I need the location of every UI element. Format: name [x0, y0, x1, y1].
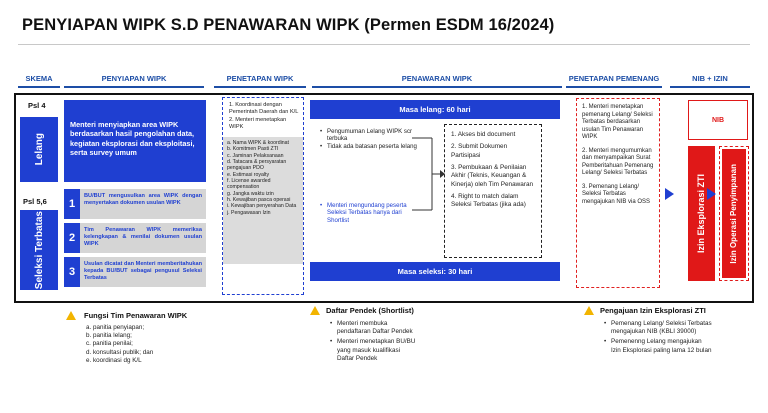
- fungsi-list: a. panitia penyiapan; b. panitia lelang;…: [86, 324, 153, 365]
- penetapan-item: b. Komitmen Pasti ZTI: [227, 146, 279, 153]
- pengajuan-item: Pemenenng Lelang mengajukan Izin Eksplor…: [604, 338, 712, 354]
- penawaran-step: 1. Akses bid document: [451, 131, 516, 138]
- pemenang-step: 1. Menteri menetapkan pemenang Lelang/ S…: [582, 104, 653, 140]
- skema-lelang-box: Lelang: [20, 117, 58, 182]
- pemenang-box: 1. Menteri menetapkan pemenang Lelang/ S…: [576, 98, 660, 288]
- izin-operasi-box: Izin Operasi Penyimpanan: [722, 149, 746, 278]
- col-header-penyiapan: PENYIAPAN WIPK: [101, 74, 167, 83]
- pemenang-step: 3. Pemenang Lelang/ Seleksi Terbatas men…: [582, 183, 651, 205]
- skema-seleksi-label: Seleksi Terbatas: [33, 210, 45, 290]
- col-rule-penetapan: [214, 86, 306, 88]
- izin-operasi-frame: Izin Operasi Penyimpanan: [719, 146, 749, 281]
- fungsi-item: a. panitia penyiapan;: [86, 324, 145, 331]
- fungsi-item: d. konsultasi publik; dan: [86, 348, 154, 356]
- pengajuan-title: Pengajuan Izin Eksplorasi ZTI: [600, 306, 706, 315]
- fungsi-title: Fungsi Tim Penawaran WIPK: [84, 311, 188, 320]
- arrow-right-icon: [707, 188, 716, 200]
- penetapan-item: d. Tatacara & persyaratan pengajuan PDO: [227, 158, 287, 172]
- penyiapan-step-2-num: 2: [64, 223, 80, 253]
- penawaran-steps-list: 1. Akses bid document 2. Submit Dokumen …: [451, 131, 535, 210]
- izin-zti-label: Izin Eksplorasi ZTI: [695, 173, 706, 254]
- penetapan-item: i. Kewajiban penyerahan Data: [227, 203, 297, 210]
- col-header-penawaran: PENAWARAN WIPK: [401, 74, 473, 83]
- penyiapan-step-3-num: 3: [64, 257, 80, 287]
- pengajuan-list: Pemenang Lelang/ Seleksi Terbatas mengaj…: [604, 320, 712, 355]
- penyiapan-seleksi-steps: 1 BU/BUT mengusulkan area WIPK dengan me…: [64, 189, 206, 289]
- penetapan-item: f. License awarded compensation: [227, 177, 271, 191]
- col-rule-nib: [670, 86, 750, 88]
- penetapan-item: j. Pengawasan Izin: [227, 209, 271, 216]
- izin-zti-box: Izin Eksplorasi ZTI: [688, 146, 715, 281]
- penyiapan-step-2-text: Tim Penawaran WIPK memeriksa kelengkapan…: [80, 223, 206, 253]
- daftar-title: Daftar Pendek (Shortlist): [326, 306, 414, 315]
- penetapan-item: a. Nama WIPK & koordinat: [227, 139, 289, 146]
- warning-icon: [584, 306, 594, 315]
- fungsi-item: b. panitia lelang;: [86, 332, 132, 340]
- penawaran-seleksi-bullets: Menteri mengundang peserta Seleksi Terba…: [320, 202, 416, 224]
- izin-operasi-label: Izin Operasi Penyimpanan: [728, 163, 738, 264]
- page-title: PENYIAPAN WIPK S.D PENAWARAN WIPK (Perme…: [22, 16, 555, 34]
- fungsi-item: e. koordinasi dg K/L: [86, 356, 142, 364]
- penawaran-connector: [412, 137, 445, 211]
- psl4-label: Psl 4: [28, 101, 46, 110]
- penetapan-item: e. Estimasi royalty: [227, 171, 270, 178]
- penetapan-items-list: a. Nama WIPK & koordinat b. Komitmen Pas…: [223, 136, 303, 264]
- daftar-item: Menteri menetapkan BU/BU yang masuk kual…: [330, 338, 418, 363]
- penetapan-item: c. Jaminan Pelaksanaan: [227, 152, 284, 159]
- nib-box: NIB: [688, 100, 748, 140]
- penawaran-step: 4. Right to match dalam Seleksi Terbatas…: [451, 192, 526, 209]
- penyiapan-lelang-box: Menteri menyiapkan area WIPK berdasarkan…: [64, 100, 206, 182]
- col-header-skema: SKEMA: [25, 74, 53, 83]
- penyiapan-step-3-text: Usulan dicatat dan Menteri memberitahuka…: [80, 257, 206, 287]
- col-rule-skema: [18, 86, 60, 88]
- penawaran-lelang-bullet: Pengumuman Lelang WIPK scr terbuka: [320, 128, 420, 143]
- col-rule-pemenang: [566, 86, 662, 88]
- penyiapan-step-3: 3 Usulan dicatat dan Menteri memberitahu…: [64, 257, 206, 287]
- penawaran-lelang-bullet: Tidak ada batasan peserta lelang: [320, 143, 420, 151]
- pemenang-steps-list: 1. Menteri menetapkan pemenang Lelang/ S…: [582, 104, 654, 206]
- warning-icon: [310, 306, 320, 315]
- col-rule-penyiapan: [64, 86, 204, 88]
- penawaran-steps-box: 1. Akses bid document 2. Submit Dokumen …: [444, 124, 542, 258]
- fungsi-item: c. panitia penilai;: [86, 340, 133, 348]
- penetapan-top-list: 1. Koordinasi dengan Pemerintah Daerah d…: [223, 98, 303, 133]
- skema-lelang-label: Lelang: [33, 133, 45, 166]
- penyiapan-step-2: 2 Tim Penawaran WIPK memeriksa kelengkap…: [64, 223, 206, 253]
- col-rule-penawaran: [312, 86, 562, 88]
- penetapan-top-item: 2. Menteri menetapkan WIPK: [229, 117, 287, 131]
- skema-seleksi-box: Seleksi Terbatas: [20, 210, 58, 290]
- title-divider: [18, 44, 750, 45]
- col-header-penetapan: PENETAPAN WIPK: [226, 74, 294, 83]
- penawaran-step: 3. Pembukaan & Penilaian Akhir (Teknis, …: [451, 163, 534, 188]
- pemenang-step: 2. Menteri mengumumkan dan menyampaikan …: [582, 147, 654, 177]
- penetapan-box: 1. Koordinasi dengan Pemerintah Daerah d…: [222, 97, 304, 295]
- col-header-nib: NIB + IZIN: [692, 74, 728, 83]
- pengajuan-item: Pemenang Lelang/ Seleksi Terbatas mengaj…: [604, 320, 712, 336]
- penawaran-seleksi-bullet: Menteri mengundang peserta Seleksi Terba…: [320, 202, 416, 224]
- penyiapan-step-1-text: BU/BUT mengusulkan area WIPK dengan meny…: [80, 189, 206, 219]
- psl56-label: Psl 5,6: [23, 197, 47, 206]
- penetapan-item: g. Jangka waktu izin: [227, 190, 274, 197]
- col-header-pemenang: PENETAPAN PEMENANG: [568, 74, 660, 83]
- penetapan-top-item: 1. Koordinasi dengan Pemerintah Daerah d…: [229, 102, 299, 115]
- penawaran-lelang-bullets: Pengumuman Lelang WIPK scr terbuka Tidak…: [320, 128, 420, 150]
- masa-lelang-bar: Masa lelang: 60 hari: [310, 100, 560, 119]
- daftar-list: Menteri membuka pendaftaran Daftar Pende…: [330, 320, 418, 363]
- penyiapan-step-1-num: 1: [64, 189, 80, 219]
- penawaran-step: 2. Submit Dokumen Partisipasi: [451, 143, 508, 159]
- main-diagram-frame: [14, 93, 754, 303]
- masa-seleksi-bar: Masa seleksi: 30 hari: [310, 262, 560, 281]
- penetapan-item: h. Kewajiban pasca operasi: [227, 196, 291, 203]
- daftar-item: Menteri membuka pendaftaran Daftar Pende…: [330, 320, 418, 336]
- arrow-right-icon: [665, 188, 674, 200]
- penyiapan-step-1: 1 BU/BUT mengusulkan area WIPK dengan me…: [64, 189, 206, 219]
- warning-icon: [66, 311, 76, 320]
